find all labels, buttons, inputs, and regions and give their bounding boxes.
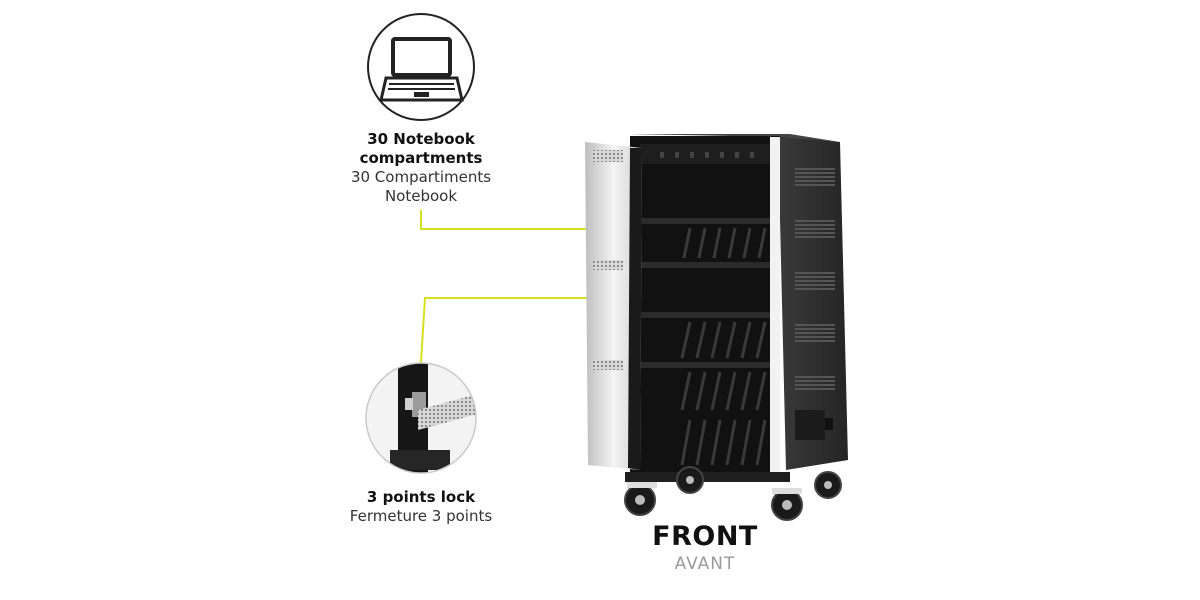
view-subtitle: AVANT bbox=[674, 554, 736, 574]
charging-cabinet bbox=[585, 134, 848, 521]
view-caption: FRONT AVANT bbox=[600, 520, 810, 574]
feature-compartments-subtitle-line1: 30 Compartiments bbox=[350, 168, 492, 186]
feature-compartments-subtitle-line2: Notebook bbox=[384, 187, 458, 205]
view-title: FRONT bbox=[652, 521, 758, 552]
feature-lock: 3 points lock Fermeture 3 points bbox=[311, 488, 531, 526]
feature-lock-subtitle: Fermeture 3 points bbox=[349, 507, 493, 525]
feature-compartments: 30 Notebook compartments 30 Compartiment… bbox=[321, 130, 521, 206]
laptop-icon bbox=[367, 13, 475, 121]
lock-detail-image bbox=[365, 362, 477, 474]
feature-compartments-title-line1: 30 Notebook bbox=[367, 130, 475, 148]
feature-compartments-title-line2: compartments bbox=[359, 149, 483, 167]
feature-lock-title: 3 points lock bbox=[366, 488, 476, 506]
